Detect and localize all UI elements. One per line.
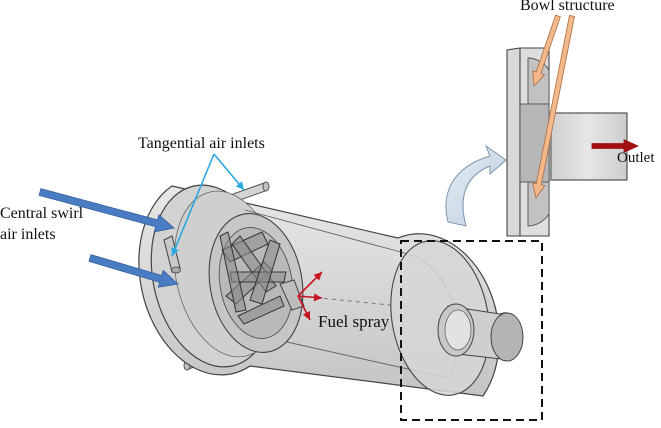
swirler-vanes <box>219 231 287 325</box>
bowl-detail-view <box>506 47 628 237</box>
blue-arrow-icon <box>38 188 175 233</box>
bowl-arrows <box>532 14 575 199</box>
fuel-spray-arrows <box>297 271 323 321</box>
red-arrow-icon <box>297 295 311 321</box>
central-inlet-arrows <box>38 188 179 288</box>
curved-arrow-icon <box>445 144 507 227</box>
label-tangential-air-inlets: Tangential air inlets <box>138 135 265 152</box>
leader-line <box>171 153 215 257</box>
bowl-pointer-arrow <box>532 15 575 199</box>
dark-red-arrow-icon <box>591 139 639 153</box>
tangential-leader-lines <box>171 153 245 257</box>
label-air-inlets: air inlets <box>0 226 56 243</box>
label-bowl-structure: Bowl structure <box>520 0 615 14</box>
red-arrow-icon <box>297 271 323 297</box>
label-outlet: Outlet <box>617 150 655 166</box>
combustor-body <box>138 181 524 397</box>
fuel-injector <box>279 279 305 311</box>
outlet-arrow <box>591 139 639 153</box>
blue-arrow-icon <box>88 254 179 288</box>
bowl-pointer-arrow <box>532 14 561 87</box>
red-arrow-icon <box>297 293 323 302</box>
leader-line <box>213 153 245 191</box>
label-fuel-spray: Fuel spray <box>318 312 390 331</box>
magnified-region-box <box>400 240 543 421</box>
label-central-swirl: Central swirl <box>0 205 84 222</box>
outlet-tube <box>437 303 524 362</box>
